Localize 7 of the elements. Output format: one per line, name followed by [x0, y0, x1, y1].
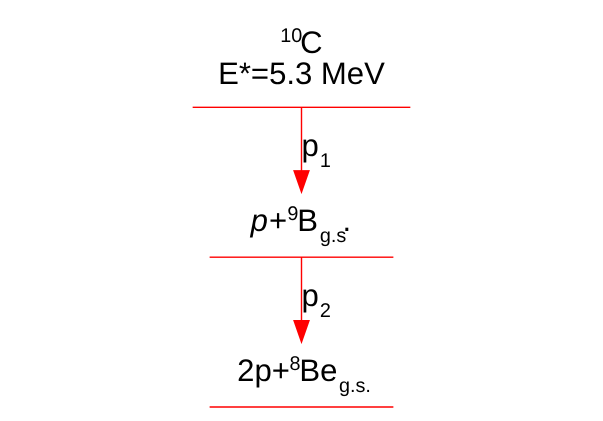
edge-label: p$_{2}$ [302, 278, 331, 322]
node-text: 2p+$^{8}$Be$_{g.s.}$ [237, 352, 371, 397]
node-text: p+$^{9}$B$_{g.s}$. [250, 203, 352, 248]
arrow [293, 107, 310, 194]
node-text: $^{10}$C E*=5.3 MeV [218, 25, 385, 92]
arrow [293, 257, 310, 344]
edge-label: p$_{1}$ [302, 128, 331, 172]
